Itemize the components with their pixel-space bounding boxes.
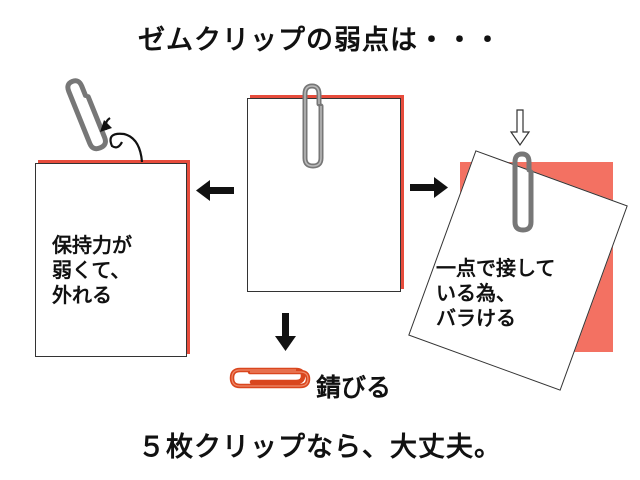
rust-note: 錆びる <box>316 373 392 402</box>
arrow-left-icon <box>196 180 234 201</box>
footer-text: ５枚クリップなら、大丈夫。 <box>138 432 502 463</box>
curved-arrow-icon <box>100 117 144 163</box>
arrow-down-icon <box>275 313 296 351</box>
page-title: ゼムクリップの弱点は・・・ <box>138 25 502 56</box>
right-note: 一点で接して いる為、 バラける <box>436 256 556 330</box>
detached-paperclip-icon <box>65 78 108 152</box>
arrow-right-icon <box>410 177 448 198</box>
left-note: 保持力が 弱くて、 外れる <box>52 233 132 307</box>
center-paper <box>247 98 401 292</box>
hollow-down-arrow-icon <box>509 109 531 147</box>
left-paper <box>35 163 187 357</box>
contact-paperclip-icon <box>512 151 534 233</box>
